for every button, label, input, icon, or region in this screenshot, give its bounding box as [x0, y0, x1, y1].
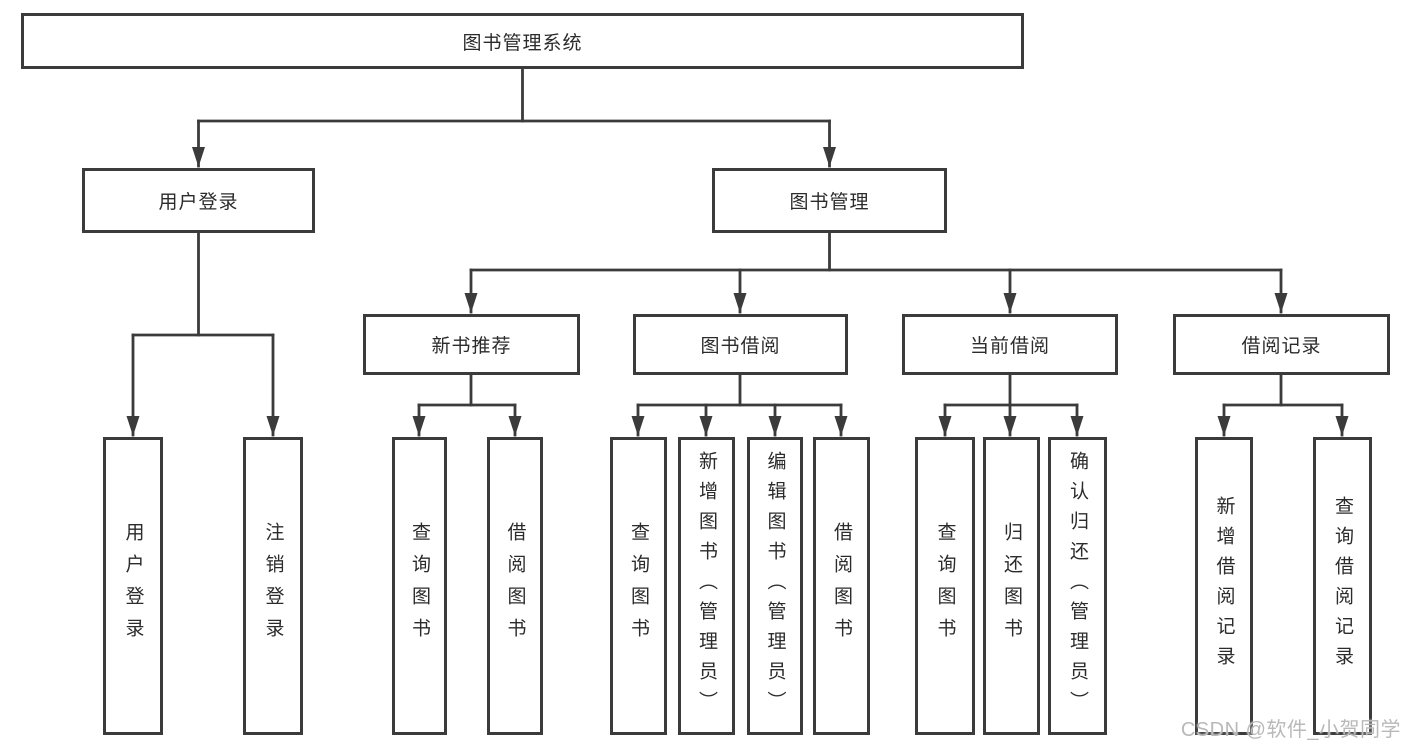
- node-borrow-records: 借阅记录: [1173, 314, 1390, 375]
- leaf-logout: 注销登录: [243, 437, 303, 735]
- leaf-add-books-admin: 新增图书（管理员）: [678, 437, 735, 735]
- leaf-borrow-books-recommend-label: 借阅图书: [504, 522, 526, 650]
- node-book-management: 图书管理: [712, 168, 947, 233]
- leaf-query-books-borrow-label: 查询图书: [628, 522, 649, 650]
- csdn-watermark: CSDN @软件_小贺同学: [1180, 719, 1401, 741]
- leaf-confirm-return-admin-label: 确认归还（管理员）: [1067, 451, 1088, 721]
- node-root-label: 图书管理系统: [462, 32, 583, 54]
- leaf-add-borrow-record-label: 新增借阅记录: [1213, 496, 1235, 676]
- node-book-borrow-label: 图书借阅: [700, 336, 781, 357]
- leaf-query-books-current: 查询图书: [915, 437, 975, 735]
- node-user-login: 用户登录: [82, 168, 315, 233]
- node-user-login-label: 用户登录: [158, 192, 239, 213]
- node-current-borrow-label: 当前借阅: [969, 336, 1050, 357]
- node-book-management-label: 图书管理: [789, 192, 870, 213]
- leaf-logout-label: 注销登录: [262, 522, 284, 650]
- leaf-user-login-label: 用户登录: [122, 522, 144, 650]
- node-current-borrow: 当前借阅: [902, 314, 1118, 375]
- leaf-edit-books-admin-label: 编辑图书（管理员）: [764, 451, 786, 721]
- leaf-borrow-books-borrow: 借阅图书: [813, 437, 870, 735]
- node-book-borrow: 图书借阅: [633, 314, 848, 375]
- node-root: 图书管理系统: [21, 13, 1024, 69]
- leaf-query-books-borrow: 查询图书: [610, 437, 667, 735]
- node-borrow-records-label: 借阅记录: [1241, 336, 1322, 357]
- node-new-book-recommend-label: 新书推荐: [431, 336, 512, 357]
- leaf-query-books-current-label: 查询图书: [934, 522, 956, 650]
- leaf-edit-books-admin: 编辑图书（管理员）: [747, 437, 803, 735]
- leaf-query-borrow-record-label: 查询借阅记录: [1332, 496, 1353, 676]
- leaf-add-books-admin-label: 新增图书（管理员）: [696, 451, 717, 721]
- leaf-query-books-recommend: 查询图书: [392, 437, 447, 735]
- leaf-query-borrow-record: 查询借阅记录: [1313, 437, 1372, 735]
- leaf-return-books: 归还图书: [983, 437, 1040, 735]
- leaf-borrow-books-recommend: 借阅图书: [487, 437, 543, 735]
- leaf-add-borrow-record: 新增借阅记录: [1195, 437, 1253, 735]
- leaf-user-login: 用户登录: [103, 437, 163, 735]
- leaf-borrow-books-borrow-label: 借阅图书: [831, 522, 852, 650]
- leaf-return-books-label: 归还图书: [1001, 522, 1022, 650]
- leaf-query-books-recommend-label: 查询图书: [409, 522, 430, 650]
- leaf-confirm-return-admin: 确认归还（管理员）: [1048, 437, 1107, 735]
- node-new-book-recommend: 新书推荐: [363, 314, 580, 375]
